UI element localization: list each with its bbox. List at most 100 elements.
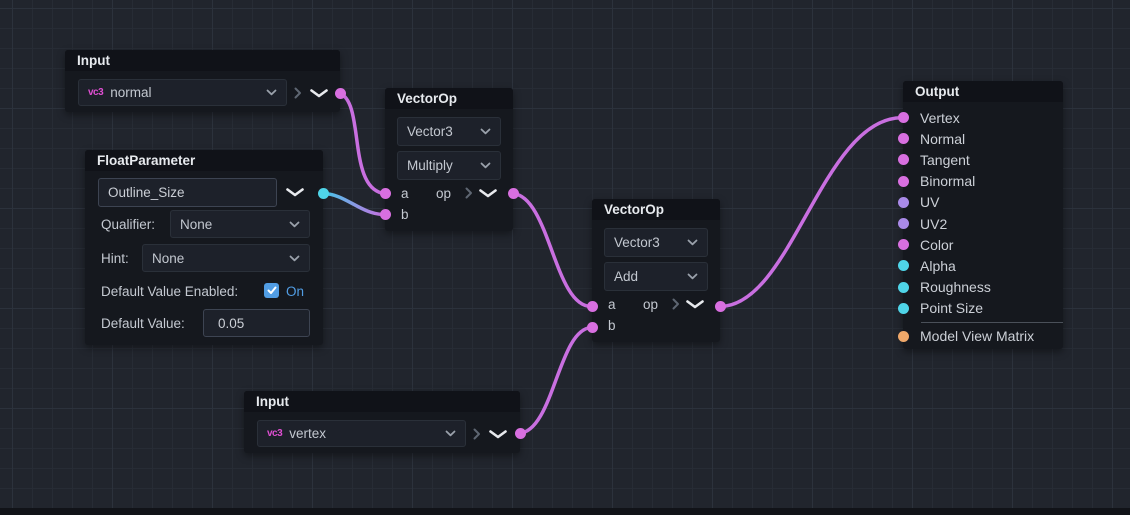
node-header[interactable]: Output xyxy=(903,81,1063,102)
default-value-enabled-checkbox[interactable] xyxy=(264,283,279,298)
output-port-label: Tangent xyxy=(920,151,970,168)
output-port-row: Model View Matrix xyxy=(897,326,1063,347)
node-header[interactable]: VectorOp xyxy=(592,199,720,220)
chevron-right-icon[interactable] xyxy=(473,428,481,440)
node-float-parameter[interactable]: FloatParameter Outline_Size Qualifier: N… xyxy=(85,150,329,345)
chevron-down-icon xyxy=(480,128,491,135)
select-value: None xyxy=(180,216,213,232)
port-dot[interactable] xyxy=(897,260,909,272)
port-dot[interactable] xyxy=(897,281,909,293)
chevron-right-icon[interactable] xyxy=(465,187,473,199)
input-port-a[interactable] xyxy=(379,188,391,199)
node-input-normal[interactable]: Input vc3 normal xyxy=(65,50,346,112)
vec3-type-badge: vc3 xyxy=(267,428,283,439)
vector-type-select[interactable]: Vector3 xyxy=(397,117,501,146)
select-value: None xyxy=(152,250,185,266)
node-input-vertex[interactable]: Input vc3 vertex xyxy=(244,391,526,453)
input-port-b[interactable] xyxy=(586,322,598,333)
input-source-select[interactable]: vc3 normal xyxy=(78,79,287,106)
chevron-right-icon[interactable] xyxy=(672,298,680,310)
preview-toggle-icon[interactable] xyxy=(686,300,704,309)
canvas-bottom-edge xyxy=(0,508,1130,515)
operation-select[interactable]: Add xyxy=(604,262,708,291)
parameter-name-field[interactable]: Outline_Size xyxy=(98,178,277,207)
output-port-label: Color xyxy=(920,236,954,253)
select-value: Vector3 xyxy=(614,235,660,250)
node-title: Output xyxy=(915,84,960,99)
output-port-row: Alpha xyxy=(897,255,1063,276)
qualifier-select[interactable]: None xyxy=(170,210,310,238)
output-port-label: UV2 xyxy=(920,215,948,232)
input-port-a[interactable] xyxy=(586,301,598,312)
output-port[interactable] xyxy=(714,301,726,312)
chevron-right-icon[interactable] xyxy=(294,87,302,99)
output-port[interactable] xyxy=(317,188,329,199)
preview-toggle-icon[interactable] xyxy=(479,189,497,198)
port-dot[interactable] xyxy=(897,239,909,251)
select-value: Multiply xyxy=(407,158,453,173)
output-port-label: Point Size xyxy=(920,300,984,317)
output-port-row: Roughness xyxy=(897,277,1063,298)
node-header[interactable]: FloatParameter xyxy=(85,150,323,171)
wire-multiply-to-add-a[interactable] xyxy=(511,191,593,309)
preview-toggle-icon[interactable] xyxy=(310,89,328,98)
vector-type-select[interactable]: Vector3 xyxy=(604,228,708,257)
node-title: VectorOp xyxy=(397,91,458,106)
check-icon xyxy=(267,286,276,294)
checkbox-state-text: On xyxy=(286,284,305,299)
chevron-down-icon xyxy=(480,162,491,169)
select-value: Add xyxy=(614,269,639,284)
port-dot[interactable] xyxy=(897,112,909,124)
node-header[interactable]: VectorOp xyxy=(385,88,513,109)
node-title: Input xyxy=(77,53,110,68)
port-a-label: a xyxy=(608,297,616,312)
wire-outline-size-to-multiply-b[interactable] xyxy=(321,191,386,217)
output-port-row: UV xyxy=(897,192,1063,213)
op-output-label: op xyxy=(436,186,452,201)
port-dot[interactable] xyxy=(897,196,909,208)
node-title: FloatParameter xyxy=(97,153,196,168)
port-dot[interactable] xyxy=(897,218,909,230)
operation-select[interactable]: Multiply xyxy=(397,151,501,180)
output-port-label: Roughness xyxy=(920,279,991,296)
default-value-enabled-label: Default Value Enabled: xyxy=(101,284,239,299)
node-vector-op-add[interactable]: VectorOp Vector3 Add a op b xyxy=(586,199,726,342)
port-dot[interactable] xyxy=(897,330,909,342)
wire-vertex-to-add-b[interactable] xyxy=(517,325,593,436)
output-port-label: Alpha xyxy=(920,257,956,274)
output-port-row: UV2 xyxy=(897,213,1063,234)
preview-toggle-icon[interactable] xyxy=(489,430,507,439)
preview-toggle-icon[interactable] xyxy=(286,188,304,197)
output-port-label: Model View Matrix xyxy=(920,328,1035,345)
default-value-field[interactable]: 0.05 xyxy=(203,309,310,337)
node-vector-op-multiply[interactable]: VectorOp Vector3 Multiply a op b xyxy=(379,88,519,231)
port-dot[interactable] xyxy=(897,175,909,187)
output-port-row: Vertex xyxy=(897,107,1063,128)
input-port-b[interactable] xyxy=(379,209,391,220)
chevron-down-icon xyxy=(289,221,300,228)
output-port[interactable] xyxy=(507,188,519,199)
port-dot[interactable] xyxy=(897,302,909,314)
node-header[interactable]: Input xyxy=(65,50,340,71)
ports-divider xyxy=(921,321,1063,323)
chevron-down-icon xyxy=(687,273,698,280)
chevron-down-icon xyxy=(266,89,277,96)
port-dot[interactable] xyxy=(897,133,909,145)
input-source-select[interactable]: vc3 vertex xyxy=(257,420,466,447)
wire-normal-to-multiply-a[interactable] xyxy=(338,91,386,196)
output-port[interactable] xyxy=(514,428,526,439)
port-a-label: a xyxy=(401,186,409,201)
node-title: VectorOp xyxy=(604,202,665,217)
hint-select[interactable]: None xyxy=(142,244,310,272)
node-header[interactable]: Input xyxy=(244,391,520,412)
chevron-down-icon xyxy=(687,239,698,246)
output-port[interactable] xyxy=(334,88,346,99)
output-port-row: Normal xyxy=(897,128,1063,149)
wire-add-to-output-vertex[interactable] xyxy=(718,115,904,309)
port-dot[interactable] xyxy=(897,154,909,166)
output-port-row: Binormal xyxy=(897,171,1063,192)
